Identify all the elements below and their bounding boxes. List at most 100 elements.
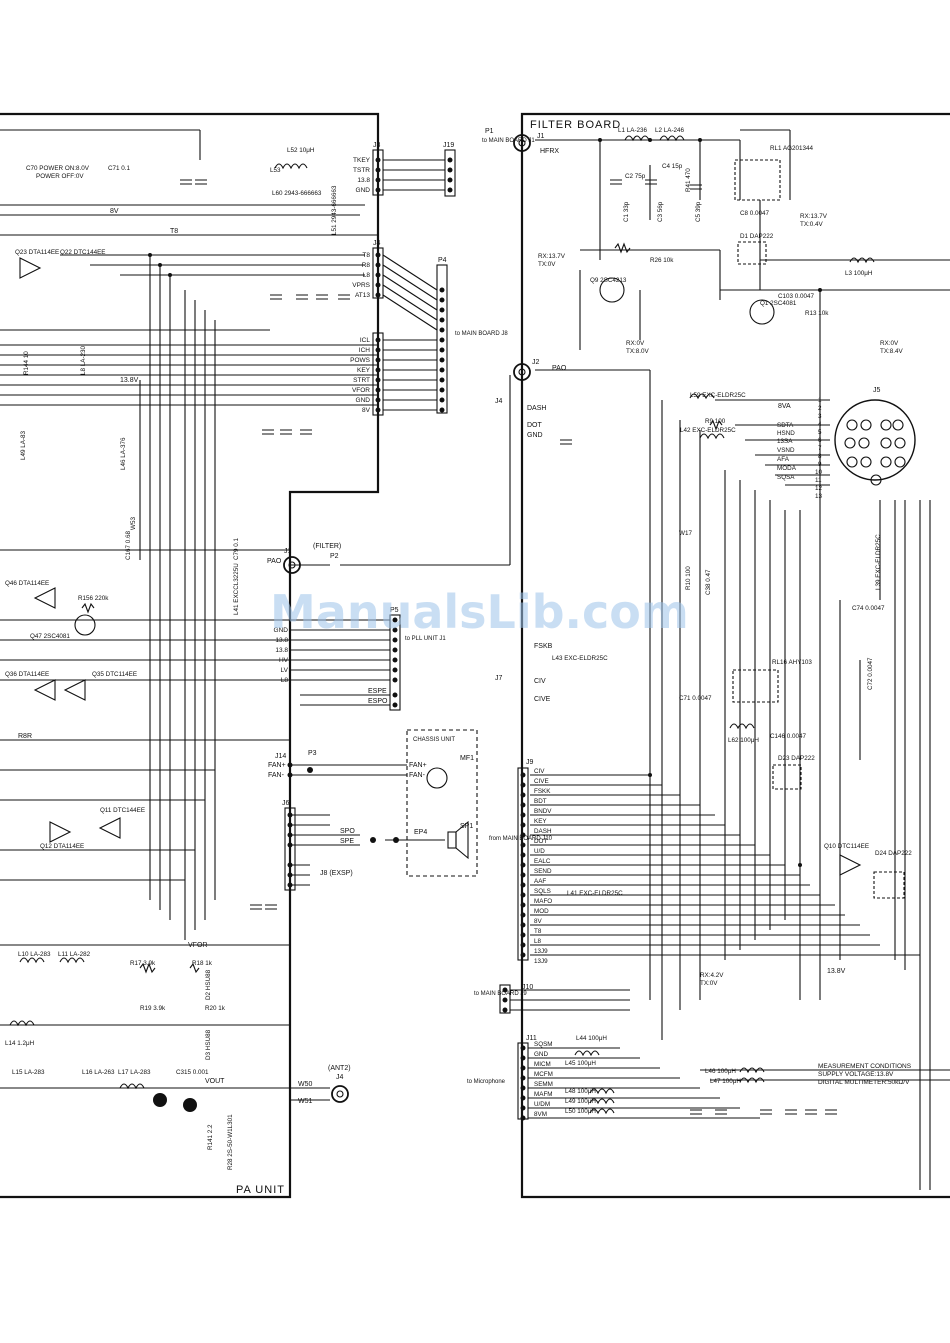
comp-d3: D3 HSU88 — [205, 1029, 212, 1060]
ant2-coax — [331, 1085, 349, 1103]
j4-pin: L8 — [363, 272, 371, 279]
q47-symbol — [74, 614, 96, 636]
comp-l53: L53 — [270, 167, 281, 174]
comp-c4: C4 15p — [662, 163, 683, 170]
comp-w53: W53 — [130, 517, 137, 530]
comp-w17: W17 — [679, 530, 692, 537]
pa-unit-title: PA UNIT — [236, 1184, 285, 1196]
label-j9: J9 — [526, 759, 534, 766]
d23-diode-pack — [772, 764, 802, 790]
j5-pin: SDTA — [777, 422, 794, 429]
label-sp1: SP1 — [460, 823, 473, 830]
label-ep4: EP4 — [414, 829, 427, 836]
speaker-symbol — [447, 831, 457, 849]
q23-symbol — [19, 257, 42, 279]
label-gnd-j4: GND — [527, 432, 543, 439]
bus-number-labels: 1 2 3 4 5 6 7 8 9 10 11 12 13 — [815, 397, 823, 500]
comp-q22: Q22 DTC144EE — [60, 249, 106, 256]
comp-d2: D2 HSU88 — [205, 969, 212, 1000]
comp-l15: L15 LA-283 — [12, 1069, 45, 1076]
comp-rx42: RX:4.2V — [700, 972, 724, 979]
label-dot: DOT — [527, 422, 543, 429]
d1-diode-pack — [737, 241, 767, 265]
label-civ: CIV — [534, 678, 546, 685]
label-r8r: R8R — [18, 733, 32, 740]
bus-number: 11 — [815, 477, 822, 484]
comp-l49: L49 LA-83 — [20, 430, 27, 460]
j5-pin: VSND — [777, 447, 795, 454]
label-filter-j4: J4 — [495, 398, 503, 405]
label-j2: J2 — [532, 359, 540, 366]
j2-pin: KEY — [357, 367, 371, 374]
comp-l49f: L49 100μH — [565, 1098, 596, 1105]
comp-r144: R144 10 — [23, 351, 30, 375]
q1-symbol — [749, 299, 775, 325]
comp-c103: C103 0.0047 — [778, 293, 815, 300]
comp-q10: Q10 DTC114EE — [824, 843, 869, 850]
comp-q35: Q35 DTC114EE — [92, 671, 137, 678]
bus-number: 9 — [818, 461, 822, 468]
j9-pin: EALC — [534, 858, 551, 865]
comp-rx137b: RX:13.7V — [538, 253, 566, 260]
comp-l44: L44 100μH — [576, 1035, 607, 1042]
comp-r10: R10 100 — [685, 566, 692, 590]
comp-d24: D24 DAP222 — [875, 850, 912, 857]
j9-pin: CIVE — [534, 778, 549, 785]
j11-pin: U/DM — [534, 1101, 550, 1108]
bus-number: 1 — [818, 397, 822, 404]
p5-pin: L8 — [281, 677, 289, 684]
comp-r19: R19 3.9k — [140, 1005, 166, 1012]
j9-pin: 13J9 — [534, 948, 548, 955]
fan-motor-symbol — [426, 767, 448, 789]
j11-pin: MAFM — [534, 1091, 553, 1098]
comp-r17: R17 3.9k — [130, 960, 156, 967]
comp-rx0b: RX:0V — [626, 340, 645, 347]
comp-c71f: C71 0.0047 — [679, 695, 712, 702]
comp-q1: Q1 2SC4081 — [760, 300, 797, 307]
j9-pin: 8V — [534, 918, 543, 925]
comp-c70: C70 POWER ON:8.0V — [26, 165, 90, 172]
j11-pin: GND — [534, 1051, 548, 1058]
comp-r156: R156 220k — [78, 595, 109, 602]
comp-l51: L51 2943-666663 — [331, 185, 338, 235]
j9-pin: DOT — [534, 838, 547, 845]
j9-pin: AAF — [534, 878, 546, 885]
comp-l47: L47 100μH — [710, 1078, 741, 1085]
bus-number: 7 — [818, 445, 822, 452]
j9-connector — [517, 767, 529, 961]
q9-symbol — [599, 277, 625, 303]
comp-r9: R9 100 — [705, 418, 726, 425]
comp-l46f: L46 100μH — [705, 1068, 736, 1075]
label-j3: J3 — [373, 142, 381, 149]
comp-c315: C315 0.001 — [176, 1069, 209, 1076]
comp-c2: C2 75p — [625, 173, 646, 180]
comp-rl16: RL16 AHY103 — [772, 659, 812, 666]
watermark: ManualsLib.com — [270, 585, 689, 639]
component-labels: L52 10μH L53 L60 2943-666663 L51 2943-66… — [5, 127, 912, 1170]
j2-pin: STRT — [353, 377, 370, 384]
j4-pin: AT13 — [355, 292, 370, 299]
comp-c5: C5 39p — [695, 201, 702, 222]
label-j6: J6 — [282, 800, 290, 807]
comp-rl1: RL1 AG201344 — [770, 145, 814, 152]
j9-pin: U/D — [534, 848, 545, 855]
comp-l8: L8 LA-230 — [80, 345, 87, 375]
label-p2: P2 — [330, 553, 339, 560]
j9-pin: MOD — [534, 908, 549, 915]
filter-j1-coax — [513, 134, 531, 152]
j5-pin: 13SA — [777, 438, 793, 445]
j3-pin: 13.8 — [357, 177, 370, 184]
comp-r26: R26 10k — [650, 257, 674, 264]
rl1-relay — [734, 159, 781, 201]
to-microphone: to Microphone — [467, 1079, 506, 1085]
bus-number: 6 — [818, 437, 822, 444]
j9-pin: CIV — [534, 768, 545, 775]
comp-d1: D1 DAP222 — [740, 233, 774, 240]
j3-pin: GND — [356, 187, 371, 194]
label-j19: J19 — [443, 142, 454, 149]
chassis-unit-box — [406, 729, 478, 877]
j9-pin: KEY — [534, 818, 547, 825]
comp-q23: Q23 DTA114EE — [15, 249, 59, 256]
label-dash: DASH — [527, 405, 546, 412]
